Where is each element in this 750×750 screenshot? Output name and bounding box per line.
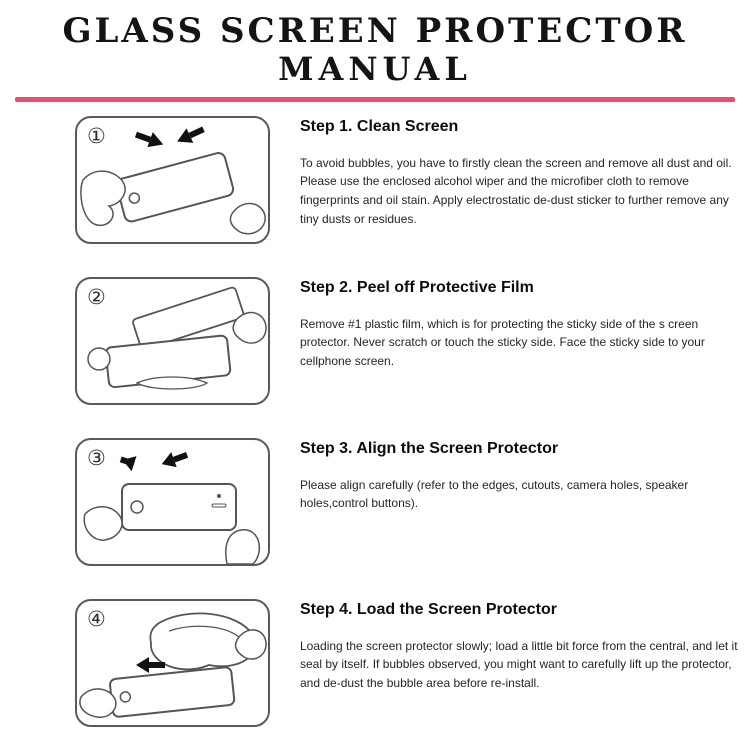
step-2-illustration: ② bbox=[75, 276, 270, 405]
right-hand-outline bbox=[229, 202, 266, 235]
left-hand-outline bbox=[83, 505, 123, 541]
step-4-row: ④ Step 4. Load the Screen Protector Load… bbox=[0, 598, 750, 727]
load-protector-illustration-icon bbox=[79, 612, 267, 718]
left-hand-outline bbox=[80, 170, 126, 226]
step-1-row: ① Step 1. Clean Screen To bbox=[0, 115, 750, 244]
wipe-arrow-left-icon bbox=[134, 131, 164, 148]
step-3-illustration: ③ bbox=[75, 437, 270, 566]
step-2-text: Step 2. Peel off Protective Film Remove … bbox=[300, 277, 745, 371]
step-2-body: Remove #1 plastic film, which is for pro… bbox=[300, 316, 705, 369]
step-4-heading: Step 4. Load the Screen Protector bbox=[300, 600, 557, 618]
clean-screen-illustration-icon bbox=[80, 126, 266, 235]
press-arrow-icon bbox=[136, 656, 165, 673]
manual-header: GLASS SCREEN PROTECTOR MANUAL bbox=[0, 0, 750, 88]
page-title: GLASS SCREEN PROTECTOR bbox=[62, 11, 688, 51]
align-arrow-left-icon bbox=[119, 455, 137, 472]
step-3-number-badge: ③ bbox=[87, 445, 106, 470]
align-arrow-right-icon bbox=[161, 451, 189, 468]
step-1-number-badge: ① bbox=[87, 123, 106, 148]
step-2-row: ② Step 2. Peel off Protective Film Remov… bbox=[0, 276, 750, 405]
title-divider bbox=[15, 96, 735, 102]
left-hand-outline bbox=[79, 688, 117, 718]
step-1-text: Step 1. Clean Screen To avoid bubbles, y… bbox=[300, 116, 745, 228]
step-4-body: Loading the screen protector slowly; loa… bbox=[300, 638, 738, 691]
right-hand-outline bbox=[232, 311, 267, 344]
thumb-outline bbox=[87, 347, 111, 371]
page-subtitle: MANUAL bbox=[278, 50, 472, 89]
step-3-heading: Step 3. Align the Screen Protector bbox=[300, 439, 559, 457]
step-4-illustration: ④ bbox=[75, 598, 270, 727]
phone-outline bbox=[115, 151, 235, 223]
wipe-arrow-right-icon bbox=[177, 126, 205, 143]
step-1-body: To avoid bubbles, you have to firstly cl… bbox=[300, 155, 732, 226]
cloth-fold-line bbox=[168, 625, 242, 640]
step-4-text: Step 4. Load the Screen Protector Loadin… bbox=[300, 599, 745, 693]
peel-film-illustration-icon bbox=[87, 286, 267, 390]
step-1-illustration: ① bbox=[75, 115, 270, 244]
step-2-heading: Step 2. Peel off Protective Film bbox=[300, 278, 534, 296]
step-4-number-badge: ④ bbox=[87, 606, 106, 631]
phone-outline bbox=[121, 482, 237, 531]
bottom-hand-outline bbox=[135, 376, 209, 390]
step-3-body: Please align carefully (refer to the edg… bbox=[300, 477, 689, 511]
align-protector-illustration-icon bbox=[83, 451, 261, 564]
phone-outline bbox=[109, 666, 236, 718]
finger-outline bbox=[225, 528, 261, 564]
step-3-row: ③ Step 3. bbox=[0, 437, 750, 566]
protective-film-outline bbox=[132, 286, 245, 351]
step-3-text: Step 3. Align the Screen Protector Pleas… bbox=[300, 438, 745, 513]
cloth-outline bbox=[149, 612, 257, 671]
right-hand-outline bbox=[234, 629, 267, 660]
step-1-heading: Step 1. Clean Screen bbox=[300, 117, 459, 135]
step-2-number-badge: ② bbox=[87, 284, 106, 309]
